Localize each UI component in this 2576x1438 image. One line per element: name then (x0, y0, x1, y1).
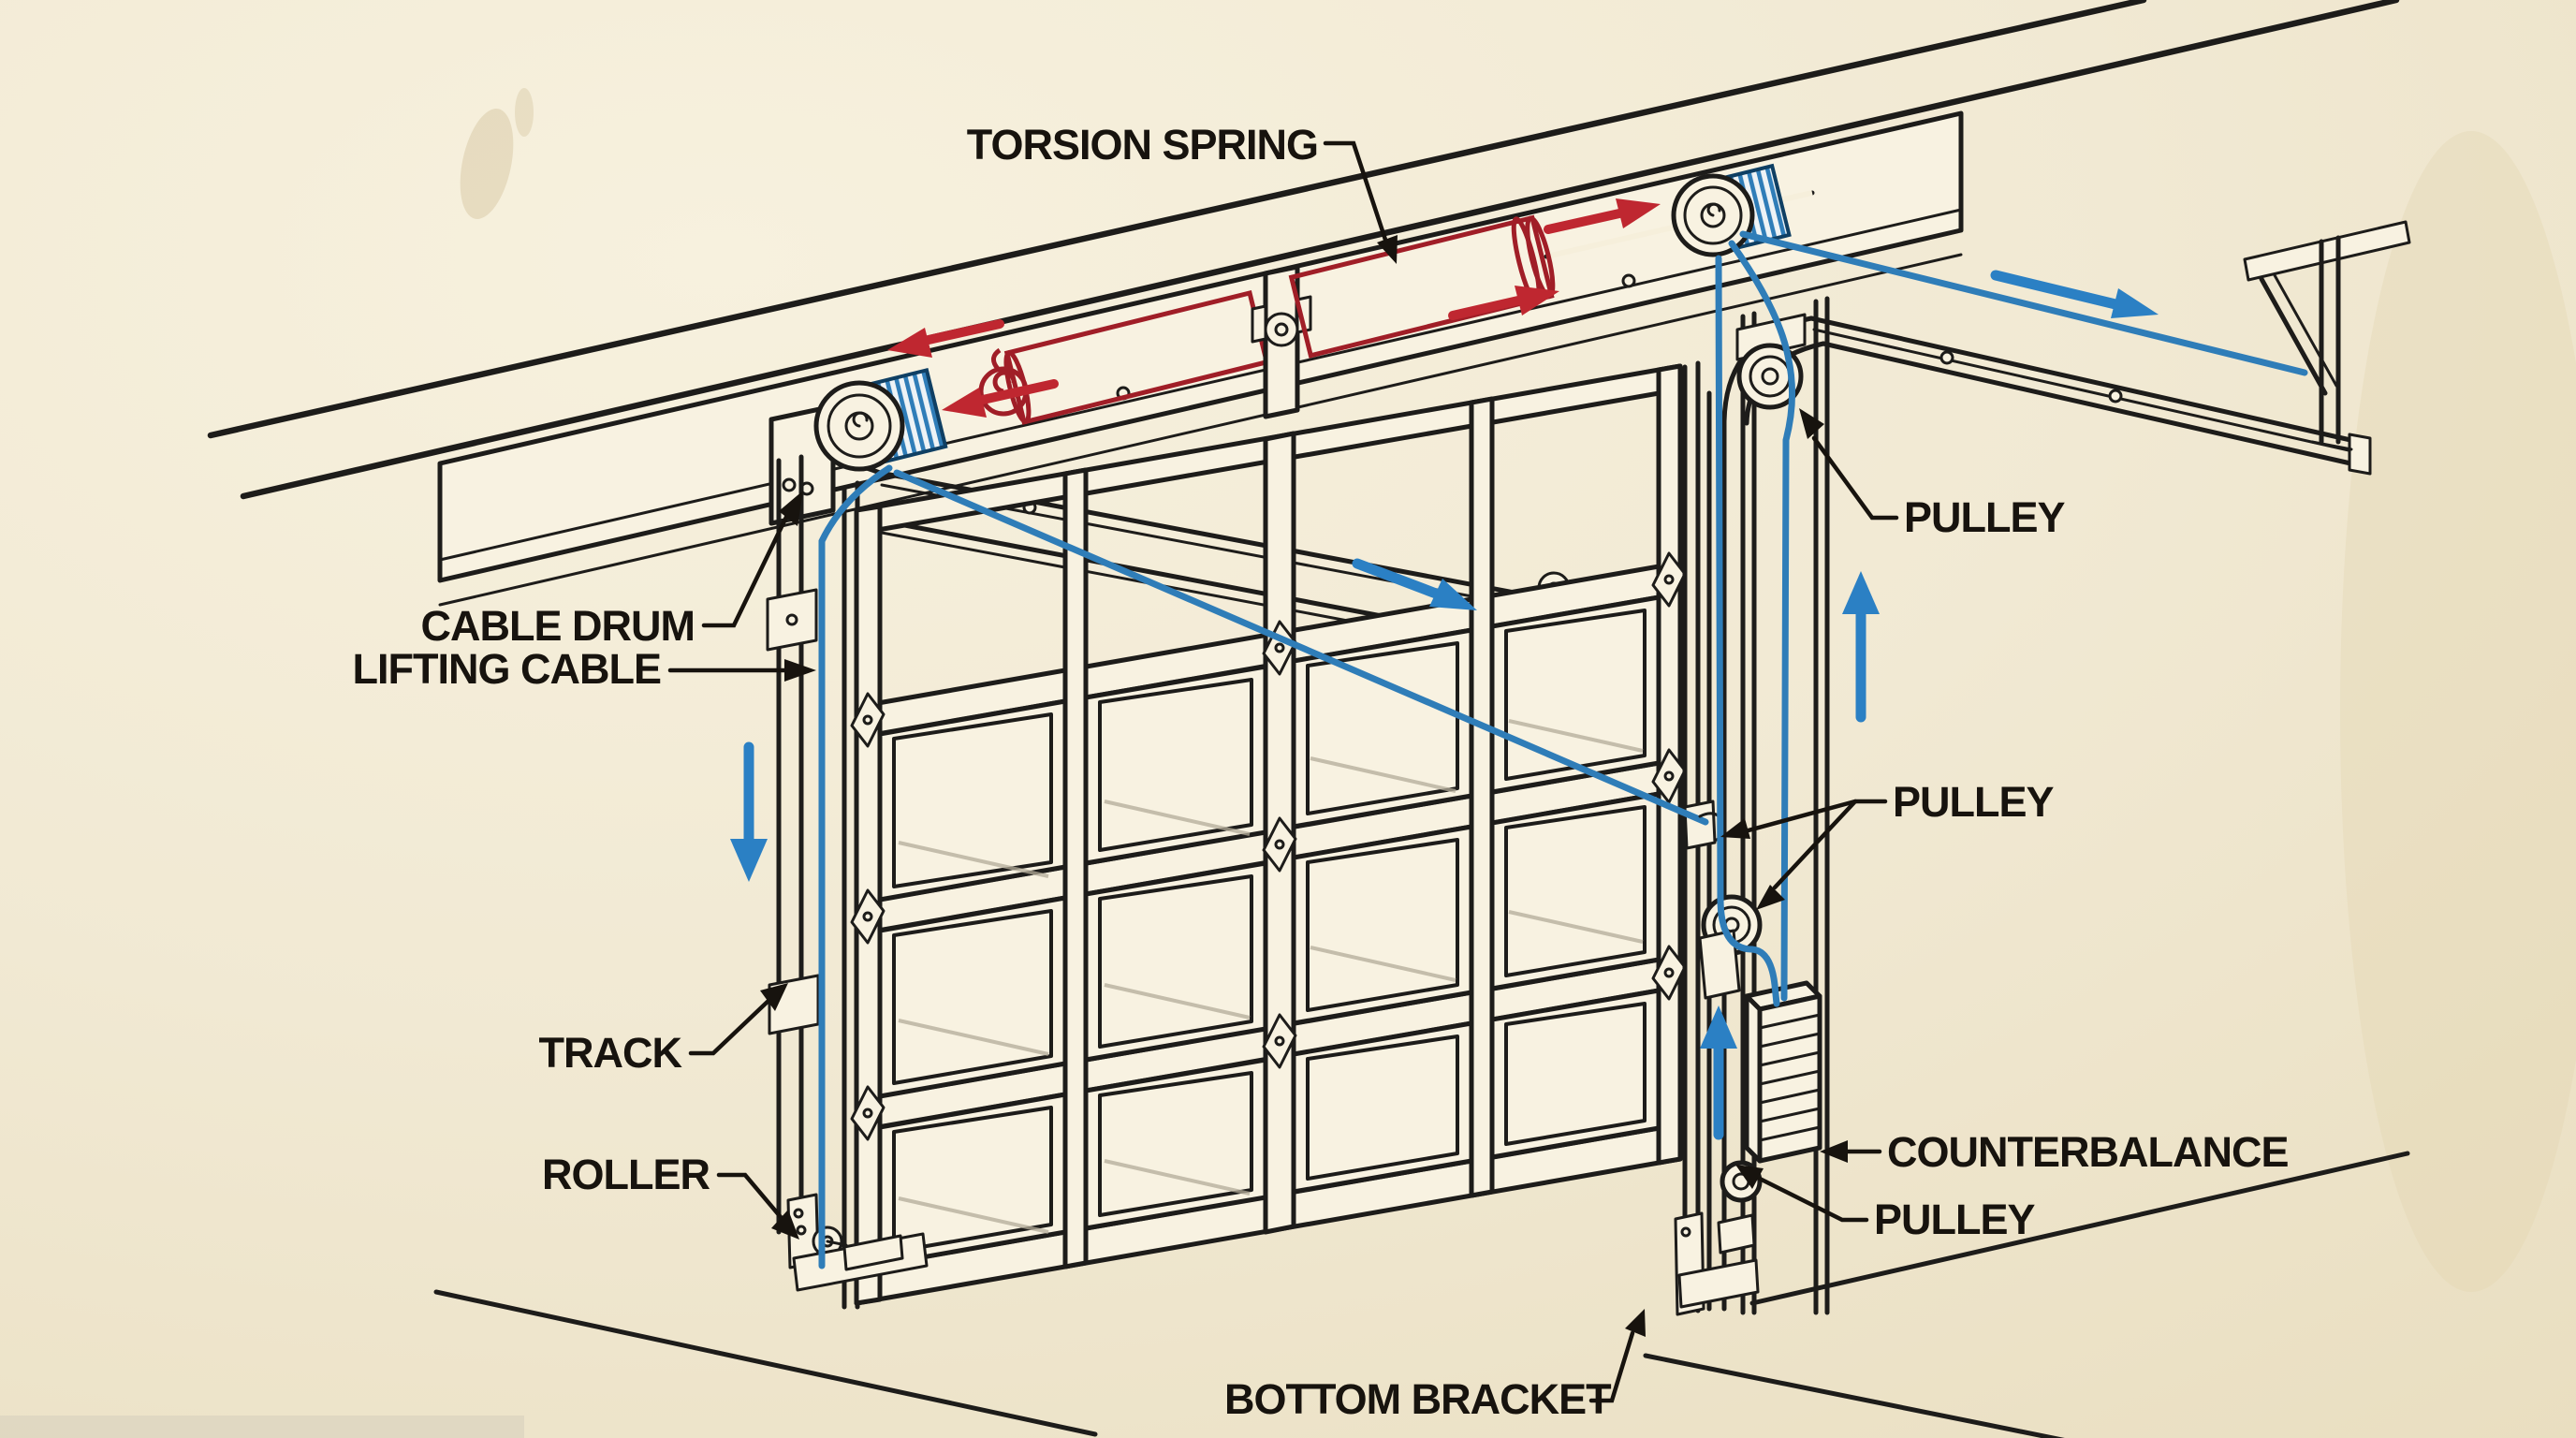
label-pulley-bottom: PULLEY (1874, 1196, 2036, 1243)
label-bottom-bracket: BOTTOM BRACKET (1224, 1375, 1611, 1423)
label-roller: ROLLER (542, 1151, 710, 1198)
callout-pulley-middle: PULLEY (1720, 778, 2056, 910)
right-track (1682, 220, 2411, 1315)
cable-to-counterweight (1728, 240, 1795, 1002)
red-arrow-right-lower (1448, 286, 1559, 320)
cable-travel-arrows (730, 270, 2159, 1140)
spring-center-bracket (1251, 264, 1312, 419)
red-arrow-left-upper (887, 319, 1004, 358)
callouts: TORSION SPRING CABLE DRUM LIFTING CABLE … (353, 121, 2290, 1423)
callout-bottom-bracket: BOTTOM BRACKET (1224, 1309, 1646, 1423)
label-torsion-spring: TORSION SPRING (967, 121, 1318, 169)
door-panel-leaf (842, 363, 1687, 1310)
red-arrow-right-upper (1544, 198, 1661, 234)
callout-roller: ROLLER (542, 1151, 799, 1240)
blue-arrow-up-counterweight (1700, 1005, 1737, 1140)
lifting-cables (818, 230, 2308, 1269)
label-pulley-middle: PULLEY (1893, 778, 2055, 826)
label-counterbalance: COUNTERBALANCE (1887, 1128, 2289, 1176)
spring-direction-arrows (887, 198, 1661, 418)
callout-lifting-cable: LIFTING CABLE (353, 645, 816, 693)
callout-track: TRACK (539, 983, 788, 1077)
label-track: TRACK (539, 1029, 683, 1077)
ground-lines (433, 1151, 2410, 1438)
label-cable-drum: CABLE DRUM (421, 602, 695, 650)
label-pulley-top: PULLEY (1904, 493, 2066, 541)
ceiling-lines (207, 0, 2400, 500)
blue-arrow-down-left (730, 741, 768, 882)
red-arrow-left-lower (942, 379, 1059, 418)
blue-arrow-diagonal (1352, 558, 1477, 610)
callout-cable-drum: CABLE DRUM (421, 491, 803, 650)
lifting-cable-left (818, 464, 893, 1269)
callout-pulley-top: PULLEY (1799, 408, 2067, 541)
cable-drum-left-assembly (813, 367, 948, 472)
cable-drum-right-assembly (1671, 163, 1792, 257)
callout-counterbalance: COUNTERBALANCE (1820, 1128, 2290, 1176)
hinge-plates (850, 551, 1687, 1141)
cable-to-middle-pulley (1715, 255, 1780, 1007)
callout-pulley-bottom: PULLEY (1735, 1165, 2037, 1243)
bottom-bracket-left (786, 1193, 929, 1292)
blue-arrow-track (1990, 270, 2159, 318)
bottom-bracket-right (1674, 1211, 1760, 1316)
cable-diagonal (893, 469, 1709, 826)
label-lifting-cable: LIFTING CABLE (353, 645, 661, 693)
horizontal-track (1808, 315, 2372, 476)
counterweight-stack (1744, 980, 1822, 1164)
cable-along-track (1739, 230, 2308, 376)
callout-torsion-spring: TORSION SPRING (967, 121, 1398, 264)
track-hanger-bracket (2243, 220, 2411, 451)
blue-arrow-up-right (1842, 571, 1880, 723)
